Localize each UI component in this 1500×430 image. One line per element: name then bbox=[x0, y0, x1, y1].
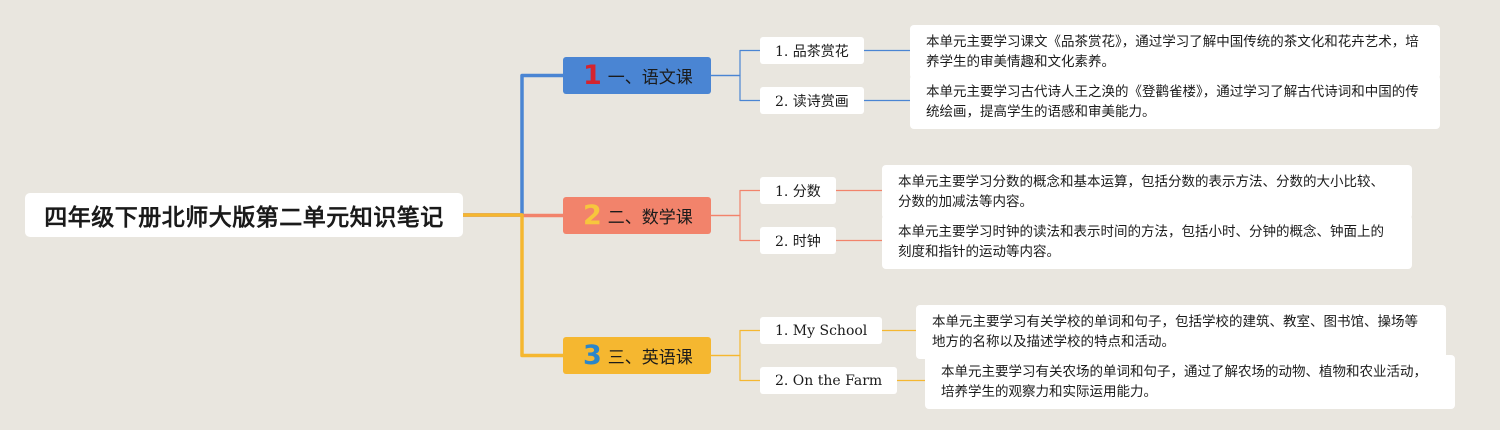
note-text: 本单元主要学习有关农场的单词和句子，通过了解农场的动物、植物和农业活动，培养学生… bbox=[941, 364, 1427, 400]
category-number: 2 bbox=[583, 200, 602, 231]
connector-line bbox=[711, 49, 760, 77]
category-chinese[interactable]: 1 一、语文课 bbox=[563, 57, 711, 94]
subtopic-label: 1. My School bbox=[775, 322, 868, 339]
note-poem-painting[interactable]: 本单元主要学习古代诗人王之涣的《登鹳雀楼》，通过学习了解古代诗词和中国的传统绘画… bbox=[910, 75, 1440, 129]
note-text: 本单元主要学习古代诗人王之涣的《登鹳雀楼》，通过学习了解古代诗词和中国的传统绘画… bbox=[926, 84, 1419, 120]
connector-line bbox=[711, 74, 760, 102]
note-fractions[interactable]: 本单元主要学习分数的概念和基本运算，包括分数的表示方法、分数的大小比较、分数的加… bbox=[882, 165, 1412, 219]
connector-line bbox=[711, 214, 760, 242]
note-my-school[interactable]: 本单元主要学习有关学校的单词和句子，包括学校的建筑、教室、图书馆、操场等地方的名… bbox=[916, 305, 1446, 359]
note-on-the-farm[interactable]: 本单元主要学习有关农场的单词和句子，通过了解农场的动物、植物和农业活动，培养学生… bbox=[925, 355, 1455, 409]
connector-line bbox=[463, 73, 563, 217]
subtopic-fractions[interactable]: 1. 分数 bbox=[760, 177, 836, 204]
note-text: 本单元主要学习时钟的读法和表示时间的方法，包括小时、分钟的概念、钟面上的刻度和指… bbox=[898, 224, 1384, 260]
category-label: 一、语文课 bbox=[607, 68, 693, 88]
connector-line bbox=[711, 329, 760, 357]
note-clock[interactable]: 本单元主要学习时钟的读法和表示时间的方法，包括小时、分钟的概念、钟面上的刻度和指… bbox=[882, 215, 1412, 269]
root-topic[interactable]: 四年级下册北师大版第二单元知识笔记 bbox=[25, 193, 463, 237]
category-label: 三、英语课 bbox=[607, 348, 693, 368]
category-number: 3 bbox=[583, 340, 602, 371]
category-math[interactable]: 2 二、数学课 bbox=[563, 197, 711, 234]
note-tea-flower[interactable]: 本单元主要学习课文《品茶赏花》，通过学习了解中国传统的茶文化和花卉艺术，培养学生… bbox=[910, 25, 1440, 79]
note-text: 本单元主要学习课文《品茶赏花》，通过学习了解中国传统的茶文化和花卉艺术，培养学生… bbox=[926, 34, 1419, 70]
subtopic-label: 2. 读诗赏画 bbox=[775, 93, 849, 110]
subtopic-label: 2. On the Farm bbox=[775, 372, 883, 389]
subtopic-on-the-farm[interactable]: 2. On the Farm bbox=[760, 367, 898, 394]
connector-line bbox=[711, 354, 760, 382]
connector-line bbox=[463, 213, 563, 358]
category-number: 1 bbox=[583, 60, 602, 91]
subtopic-poem-painting[interactable]: 2. 读诗赏画 bbox=[760, 87, 864, 114]
connector-line bbox=[711, 189, 760, 217]
subtopic-label: 1. 品茶赏花 bbox=[775, 43, 849, 60]
subtopic-clock[interactable]: 2. 时钟 bbox=[760, 227, 836, 254]
subtopic-label: 2. 时钟 bbox=[775, 233, 821, 250]
root-topic-label: 四年级下册北师大版第二单元知识笔记 bbox=[44, 205, 444, 231]
subtopic-my-school[interactable]: 1. My School bbox=[760, 317, 883, 344]
subtopic-tea-flower[interactable]: 1. 品茶赏花 bbox=[760, 37, 864, 64]
subtopic-label: 1. 分数 bbox=[775, 183, 821, 200]
note-text: 本单元主要学习分数的概念和基本运算，包括分数的表示方法、分数的大小比较、分数的加… bbox=[898, 174, 1384, 210]
note-text: 本单元主要学习有关学校的单词和句子，包括学校的建筑、教室、图书馆、操场等地方的名… bbox=[932, 314, 1418, 350]
category-english[interactable]: 3 三、英语课 bbox=[563, 337, 711, 374]
category-label: 二、数学课 bbox=[607, 208, 693, 228]
